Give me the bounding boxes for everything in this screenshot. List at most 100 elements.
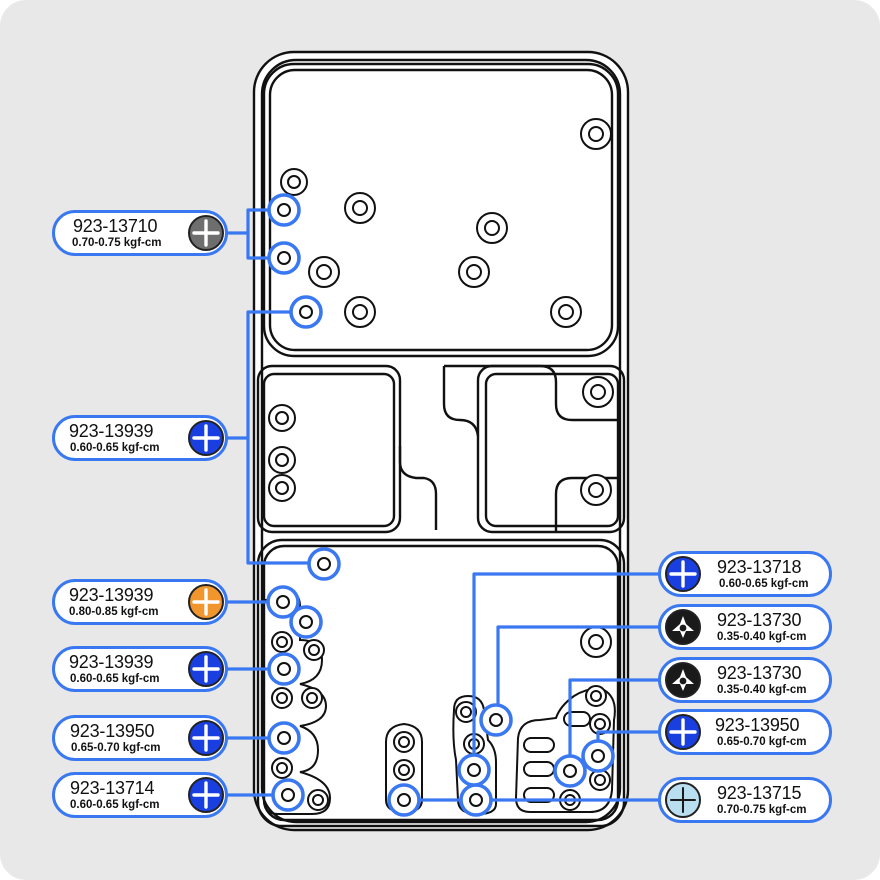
screw-label[interactable]: 923-13730 0.35-0.40 kgf-cm (658, 604, 832, 650)
part-number: 923-13950 (715, 715, 800, 735)
screw-highlight-ring (387, 783, 421, 817)
boss (280, 168, 308, 196)
screw-label[interactable]: 923-13939 0.80-0.85 kgf-cm (52, 579, 228, 625)
screw-highlight-ring (459, 783, 493, 817)
screw-highlight-ring (581, 739, 615, 773)
boss (271, 631, 293, 653)
phillips-head-icon (665, 556, 701, 592)
boss (307, 789, 329, 811)
phillips-head-icon (188, 215, 224, 251)
boss (393, 759, 415, 781)
part-number: 923-13714 (70, 778, 155, 798)
phillips-head-icon (192, 219, 220, 247)
screw-highlight-ring (267, 721, 301, 755)
leader-line (568, 678, 660, 757)
part-number: 923-13718 (717, 557, 802, 577)
part-number: 923-13730 (717, 610, 802, 630)
boss (589, 769, 611, 791)
leader-line (496, 625, 660, 706)
middle-left-compartment (256, 364, 438, 534)
leader-line (226, 208, 268, 235)
screw-label[interactable]: 923-13939 0.60-0.65 kgf-cm (52, 415, 228, 461)
screw-highlight-ring (266, 585, 300, 619)
screw-label[interactable]: 923-13714 0.60-0.65 kgf-cm (52, 772, 228, 818)
leader-lines (226, 208, 660, 802)
phillips-head-icon (188, 584, 224, 620)
screw-label[interactable]: 923-13730 0.35-0.40 kgf-cm (658, 657, 832, 703)
torque-spec: 0.60-0.65 kgf-cm (70, 673, 160, 685)
screw-highlight-ring (307, 547, 341, 581)
screw-label[interactable]: 923-13715 0.70-0.75 kgf-cm (658, 777, 832, 823)
phillips-head-icon (669, 560, 697, 588)
screw-label[interactable]: 923-13718 0.60-0.65 kgf-cm (658, 551, 832, 597)
torque-spec: 0.60-0.65 kgf-cm (719, 578, 809, 590)
leader-line (472, 572, 660, 756)
screw-highlight-ring (289, 295, 323, 329)
torque-spec: 0.70-0.75 kgf-cm (717, 804, 807, 816)
boss (580, 474, 612, 506)
part-number: 923-13939 (69, 652, 154, 672)
phillips-head-icon (188, 777, 224, 813)
screw-highlight-ring (289, 605, 323, 639)
screw-highlight-ring (267, 193, 301, 227)
boss (301, 687, 323, 709)
screw-label[interactable]: 923-13950 0.65-0.70 kgf-cm (658, 709, 832, 755)
boss (308, 256, 340, 288)
screw-highlight-ring (457, 753, 491, 787)
torque-spec: 0.70-0.75 kgf-cm (72, 237, 162, 249)
boss (582, 376, 614, 408)
part-number: 923-13950 (70, 721, 155, 741)
boss (268, 404, 296, 432)
part-number: 923-13939 (69, 421, 154, 441)
device-outer-frame (252, 50, 630, 832)
boss (458, 256, 490, 288)
device-body (252, 50, 630, 832)
leader-line (226, 310, 290, 440)
part-number: 923-13710 (73, 216, 158, 236)
part-number: 923-13939 (69, 585, 154, 605)
phillips-head-icon (188, 651, 224, 687)
boss (580, 118, 612, 150)
boss (268, 474, 296, 502)
phillips-head-icon (192, 424, 220, 452)
leader-line (246, 233, 268, 260)
phillips-head-icon (192, 781, 220, 809)
boss (344, 296, 376, 328)
tri-wing-head-icon (665, 609, 701, 645)
screw-highlight-ring (267, 241, 301, 275)
middle-right-compartment (442, 364, 626, 534)
phillips-head-icon (192, 588, 220, 616)
device-inner-frame (260, 58, 622, 824)
screw-label[interactable]: 923-13710 0.70-0.75 kgf-cm (52, 210, 228, 256)
boss (580, 626, 612, 658)
boss (303, 639, 325, 661)
torque-spec: 0.60-0.65 kgf-cm (70, 442, 160, 454)
torque-spec: 0.65-0.70 kgf-cm (71, 742, 161, 754)
boss (393, 731, 415, 753)
phillips-head-icon (192, 724, 220, 752)
tri-wing-head-icon (672, 669, 694, 691)
boss (589, 713, 611, 735)
screw-highlight-ring (271, 778, 305, 812)
part-number: 923-13715 (717, 783, 802, 803)
torque-spec: 0.80-0.85 kgf-cm (69, 606, 159, 618)
boss (455, 701, 477, 723)
part-number: 923-13730 (717, 663, 802, 683)
phillips-head-icon (665, 714, 701, 750)
tri-wing-head-icon (665, 662, 701, 698)
torque-spec: 0.35-0.40 kgf-cm (717, 684, 807, 696)
screw-highlight-ring (267, 652, 301, 686)
leader-line (596, 730, 660, 742)
phillips-head-icon (669, 718, 697, 746)
boss (585, 685, 607, 707)
boss (271, 687, 293, 709)
tri-wing-head-icon (672, 616, 694, 638)
torque-spec: 0.60-0.65 kgf-cm (70, 799, 160, 811)
screw-label[interactable]: 923-13939 0.60-0.65 kgf-cm (52, 646, 228, 692)
boss (476, 212, 508, 244)
screw-label[interactable]: 923-13950 0.65-0.70 kgf-cm (52, 715, 228, 761)
torque-spec: 0.65-0.70 kgf-cm (717, 736, 807, 748)
screw-highlight-ring (553, 754, 587, 788)
leader-line (246, 438, 310, 565)
